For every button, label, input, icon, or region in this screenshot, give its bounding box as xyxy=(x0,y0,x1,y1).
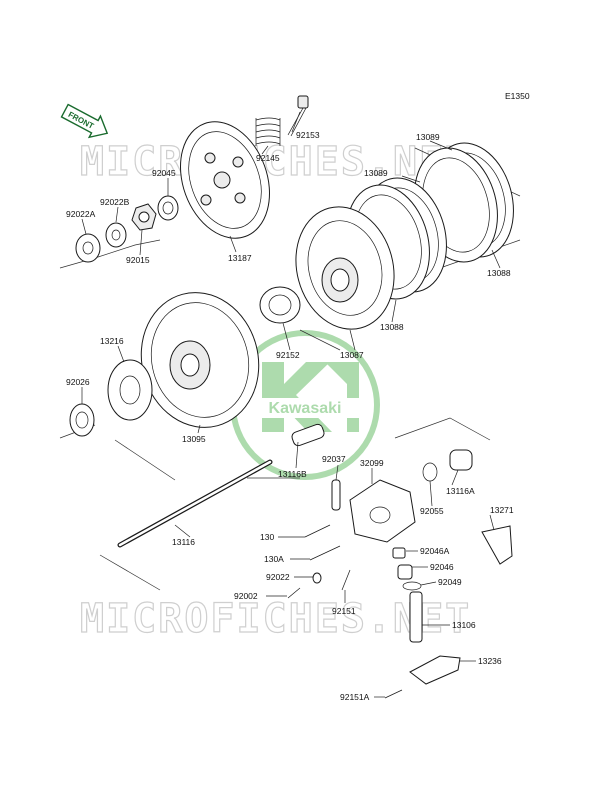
label-130A: 130A xyxy=(264,554,284,564)
gear-13216 xyxy=(107,359,153,421)
label-13187: 13187 xyxy=(228,253,252,263)
label-13106: 13106 xyxy=(452,620,476,630)
bearing-92045 xyxy=(157,195,179,221)
front-arrow-icon: FRONT xyxy=(60,103,109,139)
label-130: 130 xyxy=(260,532,274,542)
label-13087: 13087 xyxy=(340,350,364,360)
label-13116B: 13116B xyxy=(278,469,307,479)
label-92151: 92151 xyxy=(332,606,356,616)
bolt-92002 xyxy=(287,587,301,599)
clutch-plates-13088-13089 xyxy=(346,142,514,300)
label-92153: 92153 xyxy=(296,130,320,140)
label-92022A: 92022A xyxy=(66,209,96,219)
leader-lines xyxy=(81,111,501,698)
washer-92026 xyxy=(69,403,95,437)
label-92026: 92026 xyxy=(66,377,90,387)
diagram-code: E1350 xyxy=(505,91,530,101)
label-13095: 13095 xyxy=(182,434,206,444)
label-13088-right: 13088 xyxy=(487,268,511,278)
clutch-housing-13095 xyxy=(140,292,260,428)
watermark: MICROFICHES.NET MICROFICHES.NET Kawasaki xyxy=(79,138,471,642)
kawasaki-logo-text: Kawasaki xyxy=(269,400,342,417)
label-92002: 92002 xyxy=(234,591,258,601)
oring-92055 xyxy=(422,462,438,482)
label-13216: 13216 xyxy=(100,336,124,346)
label-13089-mid: 13089 xyxy=(364,168,388,178)
bracket-13271 xyxy=(481,525,513,565)
group-lines xyxy=(59,147,521,591)
bolt-92151 xyxy=(341,569,351,591)
bushing-92046 xyxy=(397,564,413,580)
pressure-plate-13187 xyxy=(180,121,270,239)
label-92152: 92152 xyxy=(276,350,300,360)
label-92037: 92037 xyxy=(322,454,346,464)
bolt-130 xyxy=(304,524,331,538)
pin-13116A xyxy=(449,449,473,471)
washer-92022 xyxy=(312,572,322,584)
lever-13236 xyxy=(409,655,461,685)
bushing-92046A xyxy=(392,547,406,559)
release-housing-32099 xyxy=(349,479,416,543)
seal-92049 xyxy=(402,581,422,591)
nut-92015 xyxy=(131,203,157,231)
label-92045: 92045 xyxy=(152,168,176,178)
label-92145: 92145 xyxy=(256,153,280,163)
shaft-13106 xyxy=(409,591,423,643)
label-92046A: 92046A xyxy=(420,546,450,556)
label-92022: 92022 xyxy=(266,572,290,582)
label-92055: 92055 xyxy=(420,506,444,516)
spring-92145 xyxy=(255,117,281,146)
label-13116A: 13116A xyxy=(446,486,475,496)
label-13089-top: 13089 xyxy=(416,132,440,142)
label-13271: 13271 xyxy=(490,505,514,515)
watermark-text-bottom: MICROFICHES.NET xyxy=(80,596,471,642)
pin-13116B xyxy=(291,423,325,447)
bolt-92151A xyxy=(384,689,403,699)
washer-92022A xyxy=(75,233,101,263)
label-92151A: 92151A xyxy=(340,692,370,702)
push-rod-13116 xyxy=(117,459,273,548)
label-32099: 32099 xyxy=(360,458,384,468)
washer-92022B xyxy=(105,222,127,248)
spring-92037 xyxy=(331,479,341,511)
collar-92152 xyxy=(259,286,301,324)
part-labels: 92153 92145 92045 92022B 92022A 92015 13… xyxy=(66,130,514,702)
label-92022B: 92022B xyxy=(100,197,130,207)
bolt-92153 xyxy=(287,95,309,137)
label-92046: 92046 xyxy=(430,562,454,572)
label-92015: 92015 xyxy=(126,255,150,265)
label-13116: 13116 xyxy=(172,537,195,547)
label-13236: 13236 xyxy=(478,656,502,666)
label-92049: 92049 xyxy=(438,577,462,587)
clutch-hub-13087 xyxy=(295,206,395,330)
bolt-130A xyxy=(309,545,341,561)
watermark-text-top: MICROFICHES.NET xyxy=(80,139,471,185)
label-13088-lower: 13088 xyxy=(380,322,404,332)
